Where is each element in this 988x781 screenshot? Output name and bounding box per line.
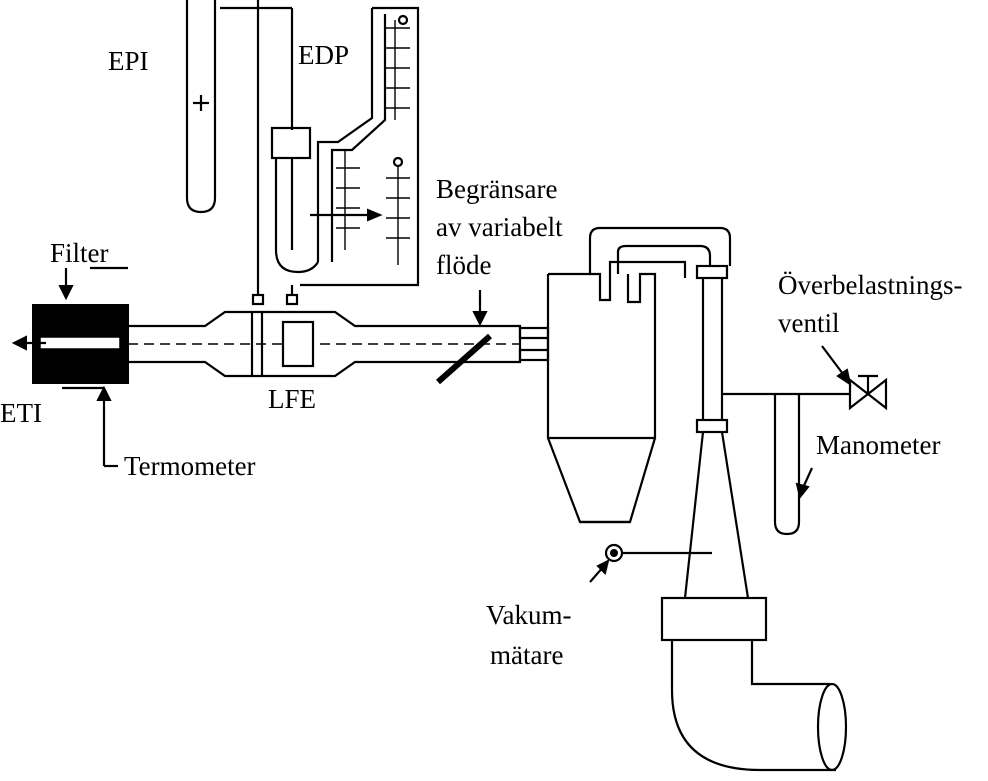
label-begransare-line3: flöde bbox=[436, 250, 491, 280]
label-manometer: Manometer bbox=[816, 430, 940, 460]
label-overbelastning-line2: ventil bbox=[778, 308, 840, 338]
label-filter: Filter bbox=[50, 238, 109, 268]
label-overbelastning-line1: Överbelastnings- bbox=[778, 270, 962, 300]
label-begransare-line2: av variabelt bbox=[436, 212, 563, 242]
label-epi: EPI bbox=[108, 46, 149, 76]
label-vakum-line1: Vakum- bbox=[486, 600, 571, 630]
cyclone-separator bbox=[546, 226, 732, 524]
edp-manometer bbox=[270, 6, 420, 296]
label-eti: ETI bbox=[0, 398, 42, 428]
right-manometer bbox=[773, 394, 814, 536]
epi-manometer bbox=[185, 0, 294, 296]
inlet-filter bbox=[11, 266, 129, 468]
label-termometer: Termometer bbox=[124, 451, 256, 481]
label-edp: EDP bbox=[298, 40, 349, 70]
label-vakum-line2: mätare bbox=[490, 640, 563, 670]
label-lfe: LFE bbox=[268, 384, 316, 414]
label-begransare-line1: Begränsare bbox=[436, 174, 557, 204]
overload-valve bbox=[821, 345, 888, 411]
ejector-riser bbox=[660, 264, 850, 772]
main-pipe bbox=[128, 290, 550, 385]
vacuum-gauge bbox=[589, 543, 712, 583]
